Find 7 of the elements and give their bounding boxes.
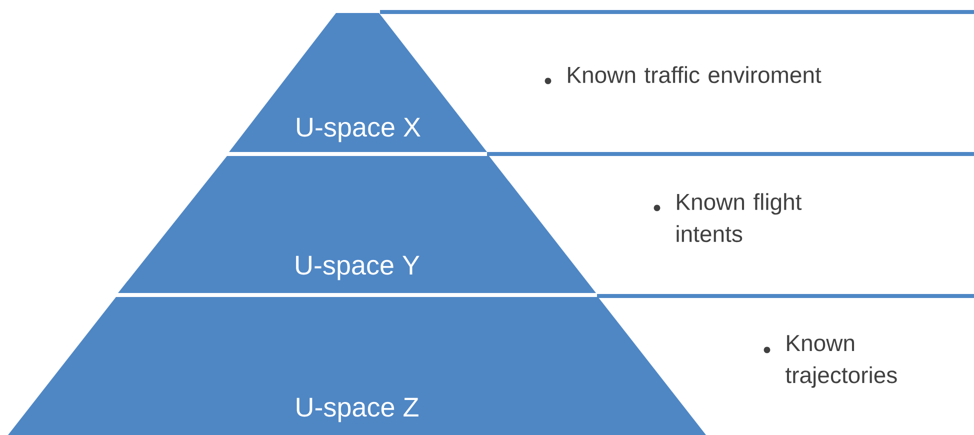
node-label: Known trajectories [786, 335, 897, 388]
text-band: Known traffic enviroment [380, 10, 974, 84]
pyramid-tier: U-space Z [8, 296, 706, 435]
node-label: Known flight intents [676, 193, 802, 242]
pyramid-tier: U-space Y [118, 156, 596, 293]
node-label: Known traffic enviroment [568, 66, 822, 84]
pyramid-tier: U-space X [229, 13, 487, 152]
